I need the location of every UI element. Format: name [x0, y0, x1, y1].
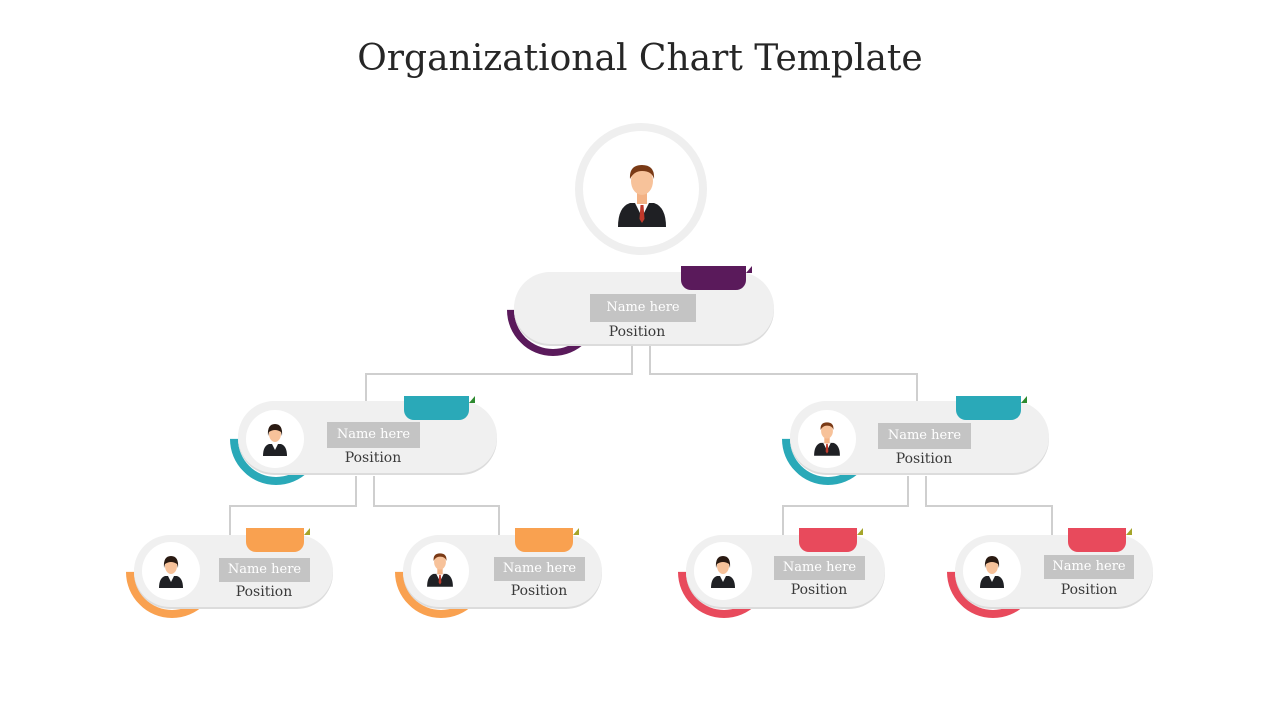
- connector-l2right-l3-3: [782, 476, 909, 536]
- node-tab-fold: [469, 396, 475, 403]
- name-box[interactable]: Name here: [327, 422, 420, 448]
- man-icon: [618, 165, 666, 227]
- name-box[interactable]: Name here: [774, 556, 865, 580]
- node-tab: [404, 396, 469, 420]
- node-tab-fold: [746, 266, 752, 273]
- avatar: [411, 542, 469, 600]
- name-box[interactable]: Name here: [494, 557, 585, 581]
- woman-icon: [980, 556, 1004, 588]
- node-tab-fold: [304, 528, 310, 535]
- top-avatar-circle: [575, 123, 707, 255]
- avatar: [963, 542, 1021, 600]
- top-avatar-inner: [583, 131, 699, 247]
- avatar: [694, 542, 752, 600]
- woman-icon: [263, 424, 287, 456]
- position-label[interactable]: Position: [1060, 582, 1118, 598]
- node-tab: [681, 266, 746, 290]
- node-tab-fold: [1126, 528, 1132, 535]
- name-box[interactable]: Name here: [1044, 555, 1134, 579]
- woman-icon: [159, 556, 183, 588]
- position-label[interactable]: Position: [608, 324, 666, 340]
- node-tab-fold: [857, 528, 863, 535]
- avatar: [798, 410, 856, 468]
- connector-root-right: [649, 346, 918, 402]
- avatar: [246, 410, 304, 468]
- name-box[interactable]: Name here: [590, 294, 696, 322]
- connector-l2right-l3-4: [925, 476, 1053, 536]
- connector-root-left: [365, 346, 633, 402]
- connector-l2left-l3-1: [229, 476, 357, 536]
- node-tab: [246, 528, 304, 552]
- position-label[interactable]: Position: [895, 451, 953, 467]
- node-tab: [515, 528, 573, 552]
- woman-icon: [711, 556, 735, 588]
- node-tab: [956, 396, 1021, 420]
- node-tab: [799, 528, 857, 552]
- man-icon: [427, 553, 453, 587]
- position-label[interactable]: Position: [235, 584, 293, 600]
- avatar: [142, 542, 200, 600]
- position-label[interactable]: Position: [510, 583, 568, 599]
- position-label[interactable]: Position: [790, 582, 848, 598]
- name-box[interactable]: Name here: [219, 558, 310, 582]
- connector-l2left-l3-2: [373, 476, 500, 536]
- name-box[interactable]: Name here: [878, 423, 971, 449]
- position-label[interactable]: Position: [344, 450, 402, 466]
- node-tab-fold: [1021, 396, 1027, 403]
- man-icon: [814, 422, 840, 456]
- node-tab-fold: [573, 528, 579, 535]
- node-tab: [1068, 528, 1126, 552]
- page-title: Organizational Chart Template: [357, 38, 923, 79]
